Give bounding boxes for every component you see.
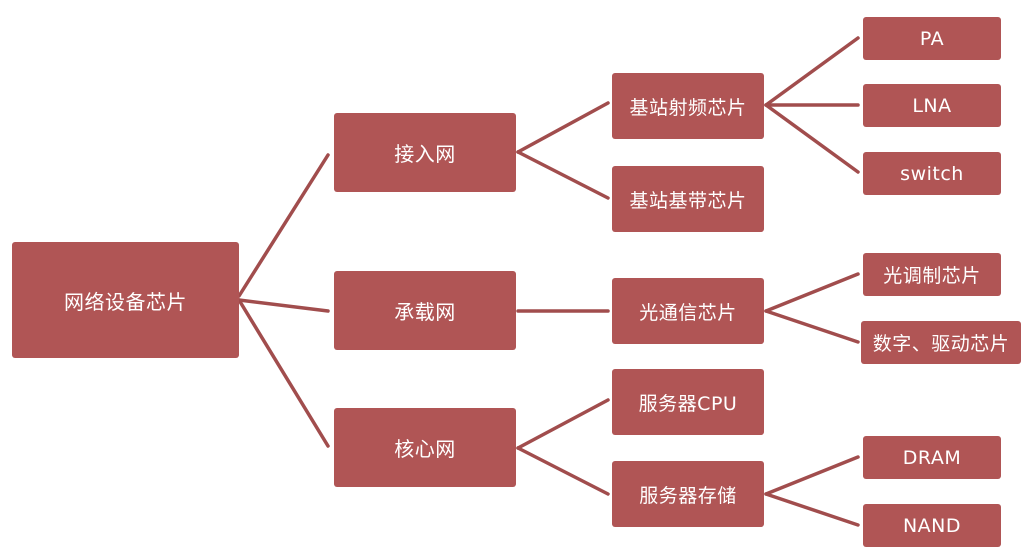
node-lna: LNA bbox=[863, 84, 1001, 127]
connector-access-baseband bbox=[516, 150, 610, 200]
connector-access-rf bbox=[516, 101, 610, 154]
root-node-network-equipment-chips: 网络设备芯片 bbox=[12, 242, 239, 358]
connector-root-core bbox=[237, 298, 330, 448]
connector-rf-pa bbox=[764, 36, 860, 107]
connector-core-storage bbox=[516, 446, 610, 496]
connector-root-bearer bbox=[237, 298, 330, 313]
node-switch: switch bbox=[863, 152, 1001, 195]
connector-core-cpu bbox=[516, 398, 610, 450]
node-server-cpu: 服务器CPU bbox=[612, 369, 764, 435]
node-dram: DRAM bbox=[863, 436, 1001, 479]
node-server-storage: 服务器存储 bbox=[612, 461, 764, 527]
connector-rf-switch bbox=[764, 103, 860, 174]
connector-storage-dram bbox=[764, 455, 860, 496]
connector-optical-digital bbox=[764, 309, 860, 344]
node-base-station-baseband-chip: 基站基带芯片 bbox=[612, 166, 764, 232]
node-digital-driver-chip: 数字、驱动芯片 bbox=[861, 321, 1021, 364]
connector-root-access bbox=[237, 153, 330, 298]
node-optical-communication-chip: 光通信芯片 bbox=[612, 278, 764, 344]
node-optical-modulation-chip: 光调制芯片 bbox=[863, 253, 1001, 296]
node-pa: PA bbox=[863, 17, 1001, 60]
node-core-network: 核心网 bbox=[334, 408, 516, 487]
connector-optical-modulation bbox=[764, 272, 860, 313]
connector-storage-nand bbox=[764, 492, 860, 527]
node-access-network: 接入网 bbox=[334, 113, 516, 192]
node-nand: NAND bbox=[863, 504, 1001, 547]
node-base-station-rf-chip: 基站射频芯片 bbox=[612, 73, 764, 139]
node-bearer-network: 承载网 bbox=[334, 271, 516, 350]
